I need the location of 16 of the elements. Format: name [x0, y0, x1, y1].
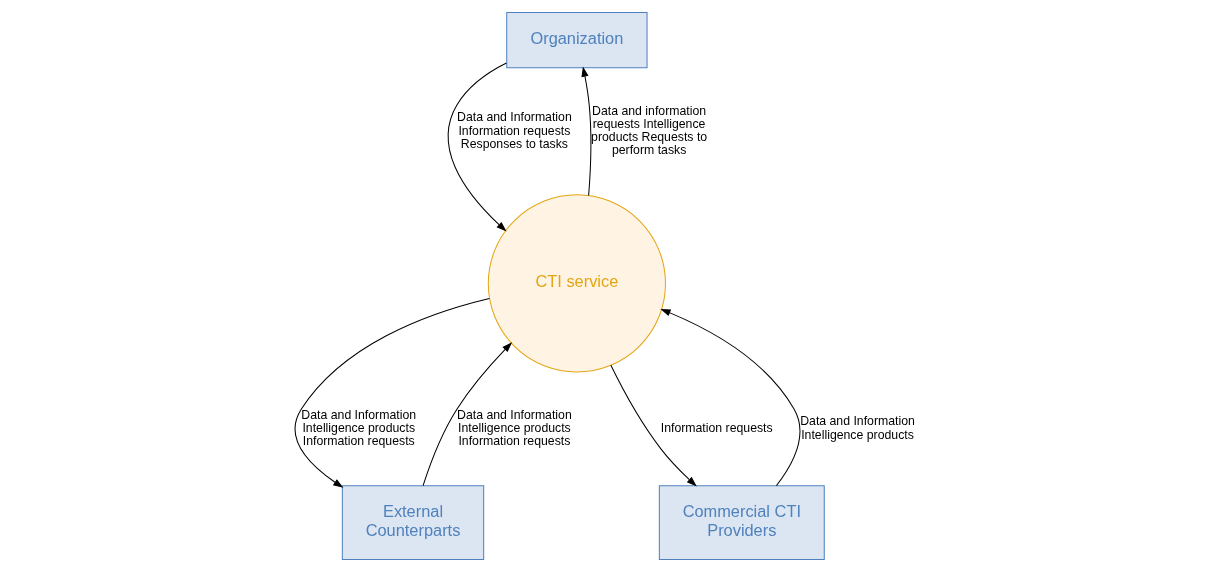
node-box: Organization — [506, 12, 648, 69]
edge-label: Data and Information Intelligence products Information requests — [457, 407, 572, 449]
arrow — [294, 297, 490, 488]
edge-label: Data and Information Information requests Responses to tasks — [457, 110, 572, 151]
arrow — [610, 364, 697, 487]
edge-label: Information requests — [660, 421, 773, 436]
node-box: External Counterparts — [341, 485, 485, 560]
arrow — [422, 342, 513, 487]
edge-label: Data and Information Intelligence products — [800, 414, 915, 442]
arrow — [660, 308, 801, 487]
arrow — [447, 62, 507, 232]
edge-label: Data and information requests Intelligence products Requests to perform tasks — [591, 103, 708, 158]
node-circle: CTI service — [487, 194, 666, 373]
arrow — [581, 66, 592, 197]
node-box: Commercial CTI Providers — [658, 485, 825, 560]
edge-label: Data and Information Intelligence products Information requests — [301, 407, 417, 449]
